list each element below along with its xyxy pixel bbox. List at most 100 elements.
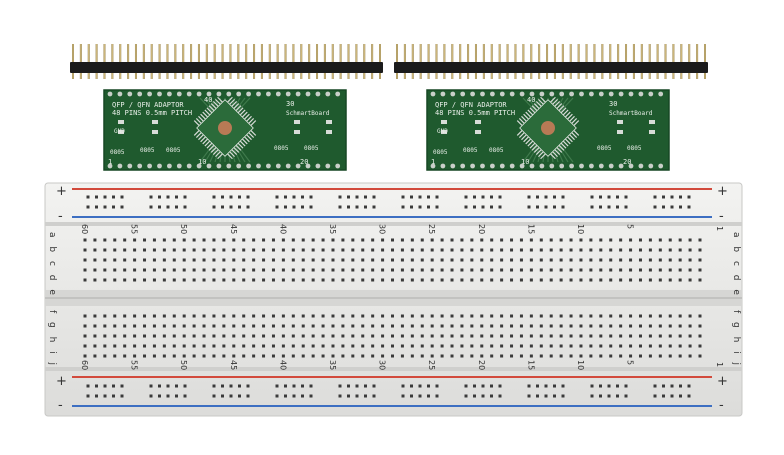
terminal-hole — [321, 344, 325, 348]
terminal-hole — [281, 268, 285, 272]
package-label-0805-e: 0805 — [304, 145, 319, 152]
top-right-plus-sign: + — [717, 184, 728, 199]
power-rail-hole — [670, 394, 674, 398]
header-pin-bottom — [553, 73, 556, 79]
terminal-hole — [420, 238, 424, 242]
terminal-hole — [133, 324, 137, 328]
header-pin-top — [323, 44, 326, 62]
terminal-hole — [212, 238, 216, 242]
edge-pad-bottom — [499, 163, 505, 169]
column-number-label: 25 — [427, 360, 436, 370]
terminal-hole — [599, 238, 603, 242]
terminal-hole — [133, 344, 137, 348]
terminal-hole — [152, 344, 156, 348]
terminal-hole — [232, 258, 236, 262]
terminal-hole — [559, 324, 563, 328]
package-label-0805-a: 0805 — [110, 149, 125, 156]
terminal-hole — [410, 314, 414, 318]
smd-pad — [152, 120, 158, 124]
terminal-hole — [371, 258, 375, 262]
chip-pad — [550, 153, 556, 160]
terminal-hole — [252, 238, 256, 242]
terminal-hole — [162, 278, 166, 282]
edge-pad-top — [206, 91, 212, 97]
header-pin-top — [672, 44, 675, 62]
terminal-hole — [232, 238, 236, 242]
terminal-hole — [222, 268, 226, 272]
terminal-hole — [143, 314, 147, 318]
chip-pad — [206, 142, 213, 149]
power-rail-hole — [553, 205, 556, 209]
column-number-label: 15 — [526, 360, 535, 370]
power-rail-hole — [238, 384, 241, 388]
terminal-hole — [93, 324, 97, 328]
header-pin-top — [427, 44, 430, 62]
terminal-hole — [648, 324, 652, 328]
terminal-hole — [301, 278, 305, 282]
terminal-hole — [599, 354, 603, 358]
edge-pad-top — [226, 91, 232, 97]
terminal-hole — [629, 344, 633, 348]
chip-pad — [558, 144, 565, 151]
power-rail-hole — [401, 195, 405, 199]
terminal-hole — [291, 324, 295, 328]
terminal-hole — [549, 268, 553, 272]
terminal-hole — [698, 238, 702, 242]
header-pin-top — [363, 44, 366, 62]
edge-pad-top — [157, 91, 162, 97]
header-pin-bottom — [308, 73, 311, 79]
power-rail-hole — [544, 205, 548, 209]
power-rail-hole — [481, 394, 485, 398]
header-pin-bottom — [323, 73, 326, 79]
terminal-hole — [281, 344, 285, 348]
terminal-hole — [262, 268, 266, 272]
terminal-hole — [410, 248, 414, 252]
terminal-hole — [629, 268, 633, 272]
terminal-hole — [658, 314, 662, 318]
chip-pad — [250, 130, 257, 136]
header-pin-bottom — [490, 73, 493, 79]
terminal-hole — [281, 248, 285, 252]
terminal-hole — [539, 248, 543, 252]
power-rail-hole — [95, 384, 98, 388]
chip-pad — [521, 115, 527, 122]
power-rail-hole — [175, 394, 178, 398]
terminal-hole — [400, 334, 404, 338]
terminal-hole — [460, 314, 464, 318]
terminal-hole — [599, 248, 603, 252]
terminal-hole — [143, 334, 147, 338]
chip-pad — [535, 101, 542, 107]
terminal-hole — [589, 344, 593, 348]
power-rail-hole — [175, 384, 178, 388]
terminal-hole — [381, 268, 385, 272]
terminal-hole — [638, 314, 642, 318]
terminal-hole — [490, 314, 494, 318]
terminal-hole — [420, 258, 424, 262]
terminal-hole — [529, 354, 533, 358]
terminal-hole — [381, 238, 385, 242]
terminal-hole — [688, 278, 692, 282]
header-pin-bottom — [585, 73, 588, 79]
top-left-minus-sign: - — [58, 209, 63, 224]
chip-pad — [567, 136, 573, 143]
terminal-hole — [609, 268, 613, 272]
power-rail-hole — [553, 384, 556, 388]
chip-pad — [227, 153, 233, 160]
terminal-hole — [371, 268, 375, 272]
edge-pad-bottom — [628, 163, 634, 169]
rail-divider-top — [45, 222, 742, 226]
edge-pad-top — [638, 91, 644, 97]
terminal-hole — [232, 268, 236, 272]
header-pin-bottom — [379, 73, 381, 79]
power-rail-hole — [372, 205, 376, 209]
terminal-hole — [440, 334, 444, 338]
column-number-label: 20 — [477, 224, 486, 234]
terminal-hole — [658, 334, 662, 338]
terminal-hole — [83, 354, 87, 358]
power-rail-hole — [103, 394, 107, 398]
terminal-hole — [172, 354, 176, 358]
terminal-hole — [311, 238, 315, 242]
terminal-hole — [103, 268, 107, 272]
power-rail-hole — [309, 195, 313, 199]
header-pin-top — [119, 44, 122, 62]
